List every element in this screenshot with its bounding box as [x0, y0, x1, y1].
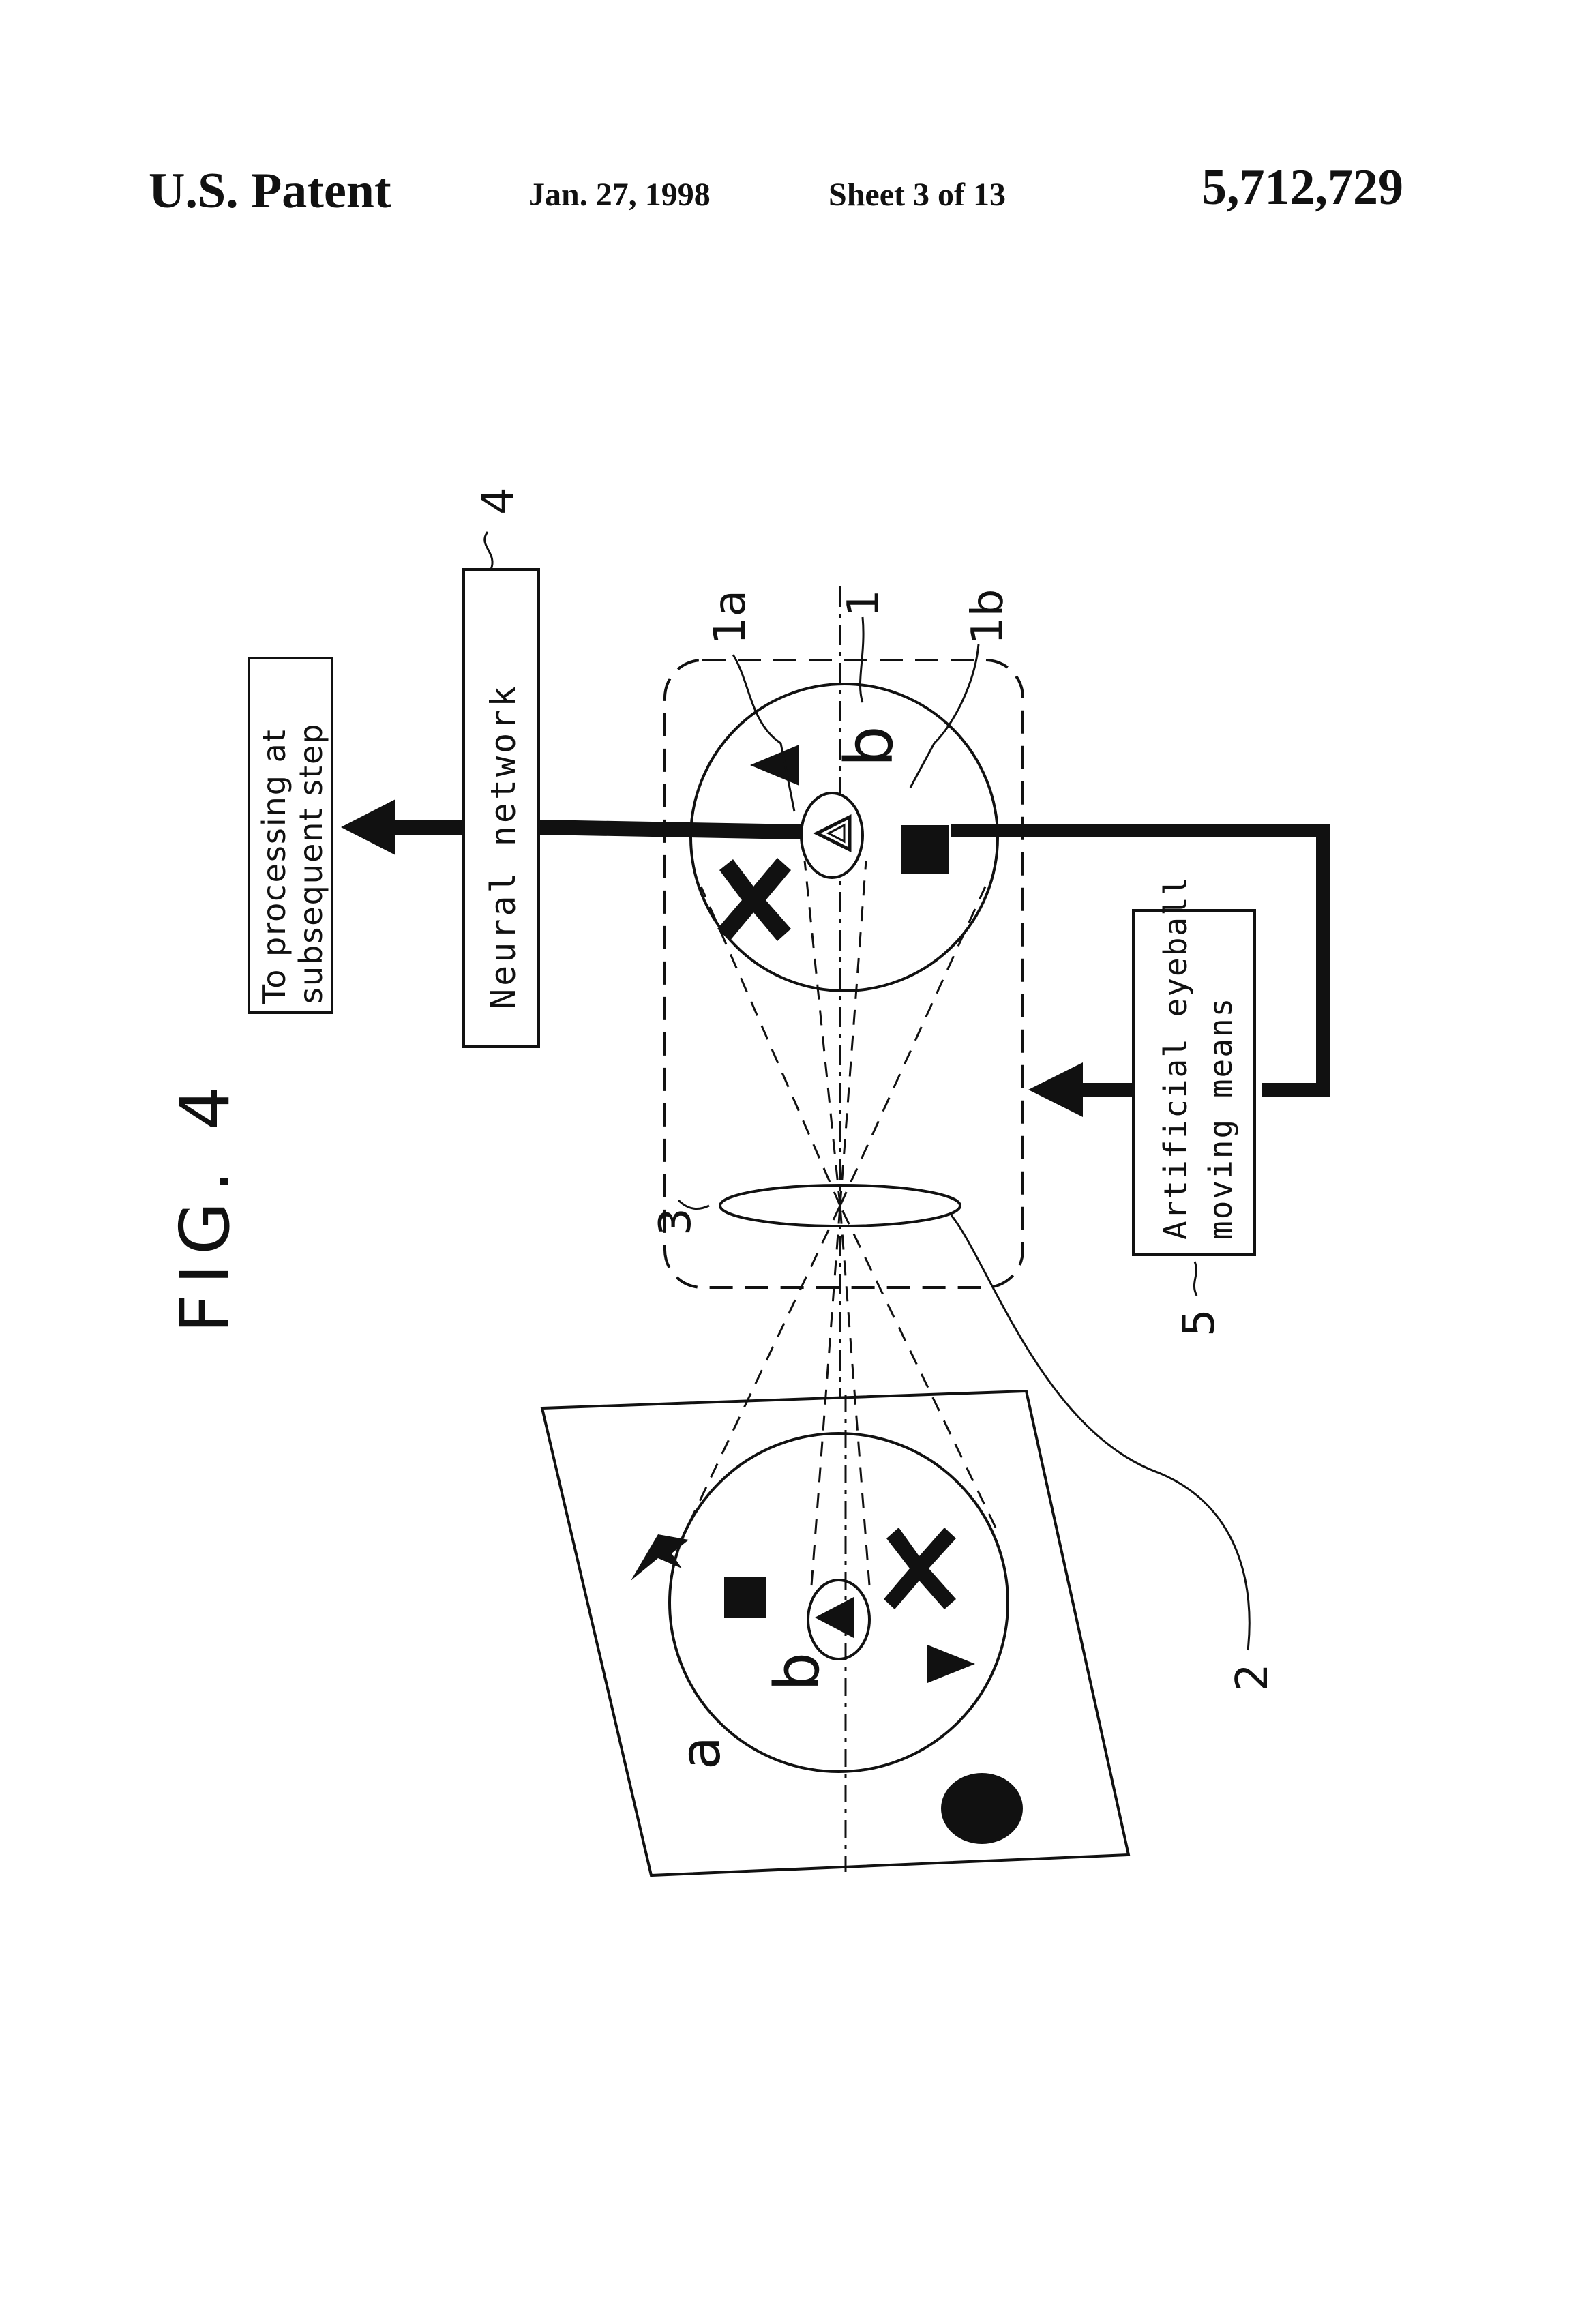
ref-3: 3 [651, 1208, 701, 1236]
moving-means-label-line2: moving means [1202, 997, 1239, 1240]
scene-letter-b: b [762, 1652, 833, 1691]
projection-lines [689, 861, 996, 1585]
ref-5: 5 [1174, 1309, 1225, 1337]
moving-means-block: Artificial eyeball moving means [1133, 876, 1255, 1255]
processing-block: To processing at subsequent step [249, 658, 332, 1013]
ref-4: 4 [473, 487, 524, 515]
signal-path-output [341, 799, 801, 855]
figure-title: FIG. 4 [165, 1077, 245, 1333]
retina-letter-b: b [831, 726, 908, 767]
processing-label-line2: subsequent step [293, 722, 329, 1004]
moving-means-label-line1: Artificial eyeball [1157, 876, 1194, 1240]
artificial-eyeball-unit: b [665, 586, 1023, 1398]
ref-1: 1 [839, 589, 889, 617]
neural-network-label: Neural network [483, 684, 523, 1009]
neural-network-block: Neural network [464, 569, 539, 1047]
ref-1b: 1b [963, 589, 1013, 644]
scene-letter-a: a [669, 1736, 732, 1770]
processing-label-line1: To processing at [256, 728, 293, 1004]
ref-2: 2 [1227, 1663, 1278, 1691]
ref-1a: 1a [705, 590, 756, 644]
scene-plane: a b [542, 1391, 1129, 1875]
